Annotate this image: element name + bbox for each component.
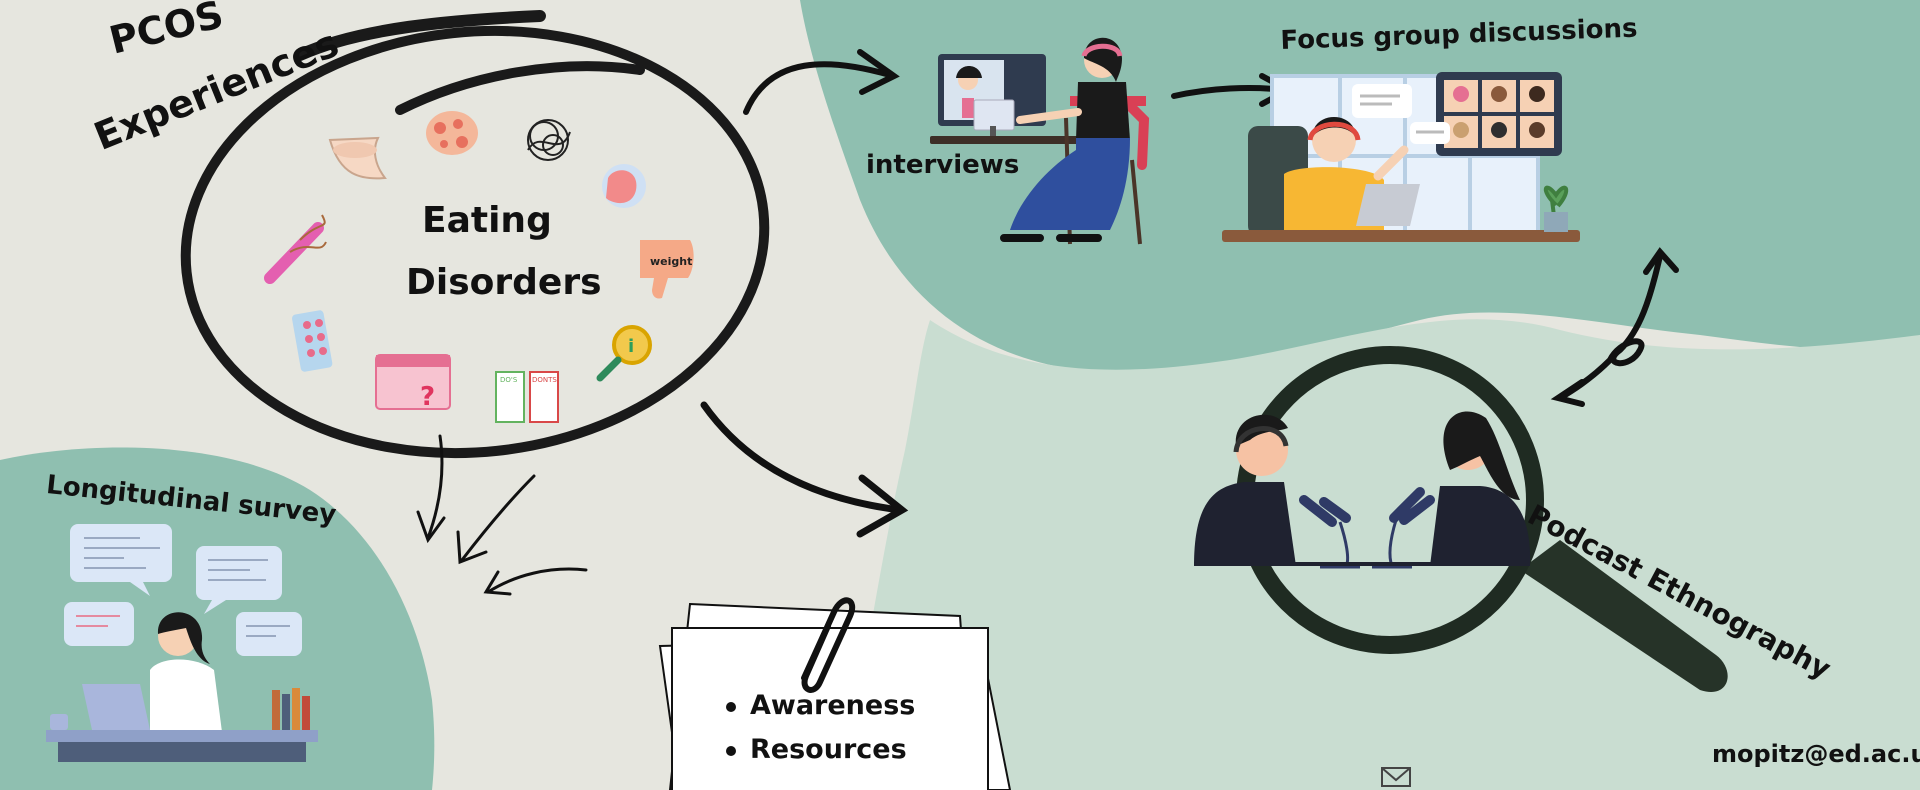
- bullet-dot: [726, 701, 736, 712]
- bullet-dot: [726, 745, 736, 756]
- envelope-icon: [1381, 767, 1411, 787]
- interviews-label: interviews: [866, 150, 1020, 180]
- brush-stroke-top: [294, 10, 546, 61]
- neck-icon: [328, 136, 387, 180]
- podcast-illustration: [1194, 346, 1728, 692]
- acne-icon: [426, 111, 478, 155]
- pcos-ellipse: [180, 25, 770, 459]
- arrows-to-note: [416, 434, 588, 596]
- eating-disorders-line2: Disorders: [406, 262, 602, 303]
- note-item-label: Resources: [750, 734, 907, 765]
- tangle-icon: [527, 119, 571, 161]
- svg-text:DO'S: DO'S: [500, 376, 518, 384]
- note-item-awareness: Awareness: [726, 690, 915, 721]
- stomach-icon: [602, 164, 646, 208]
- note-paper: [658, 597, 1012, 790]
- note-item-resources: Resources: [726, 734, 907, 765]
- calendar-icon: ?: [375, 354, 451, 412]
- brush-stroke-inner: [395, 61, 645, 115]
- arrow-to-interviews: [743, 49, 900, 115]
- weight-label: weight: [650, 255, 693, 268]
- focus-group-illustration: [1222, 72, 1580, 242]
- interviews-illustration: [930, 37, 1150, 245]
- eating-disorders-line1: Eating: [422, 200, 552, 241]
- dos-donts-icon: DO'S DONTS: [495, 371, 559, 423]
- hair-icon: [264, 214, 327, 284]
- svg-text:i: i: [628, 336, 634, 357]
- pills-icon: [292, 310, 333, 372]
- magnifier-info-icon: i: [596, 325, 652, 382]
- thumbs-down-icon: [640, 240, 694, 299]
- svg-text:DONTS: DONTS: [532, 376, 557, 384]
- contact-email[interactable]: mopitz@ed.ac.uk: [1712, 740, 1920, 768]
- double-arrow-focus-podcast: [1550, 247, 1679, 407]
- note-item-label: Awareness: [750, 690, 916, 721]
- svg-text:?: ?: [420, 382, 435, 412]
- arrow-to-podcast: [700, 401, 909, 538]
- survey-illustration: [46, 524, 318, 762]
